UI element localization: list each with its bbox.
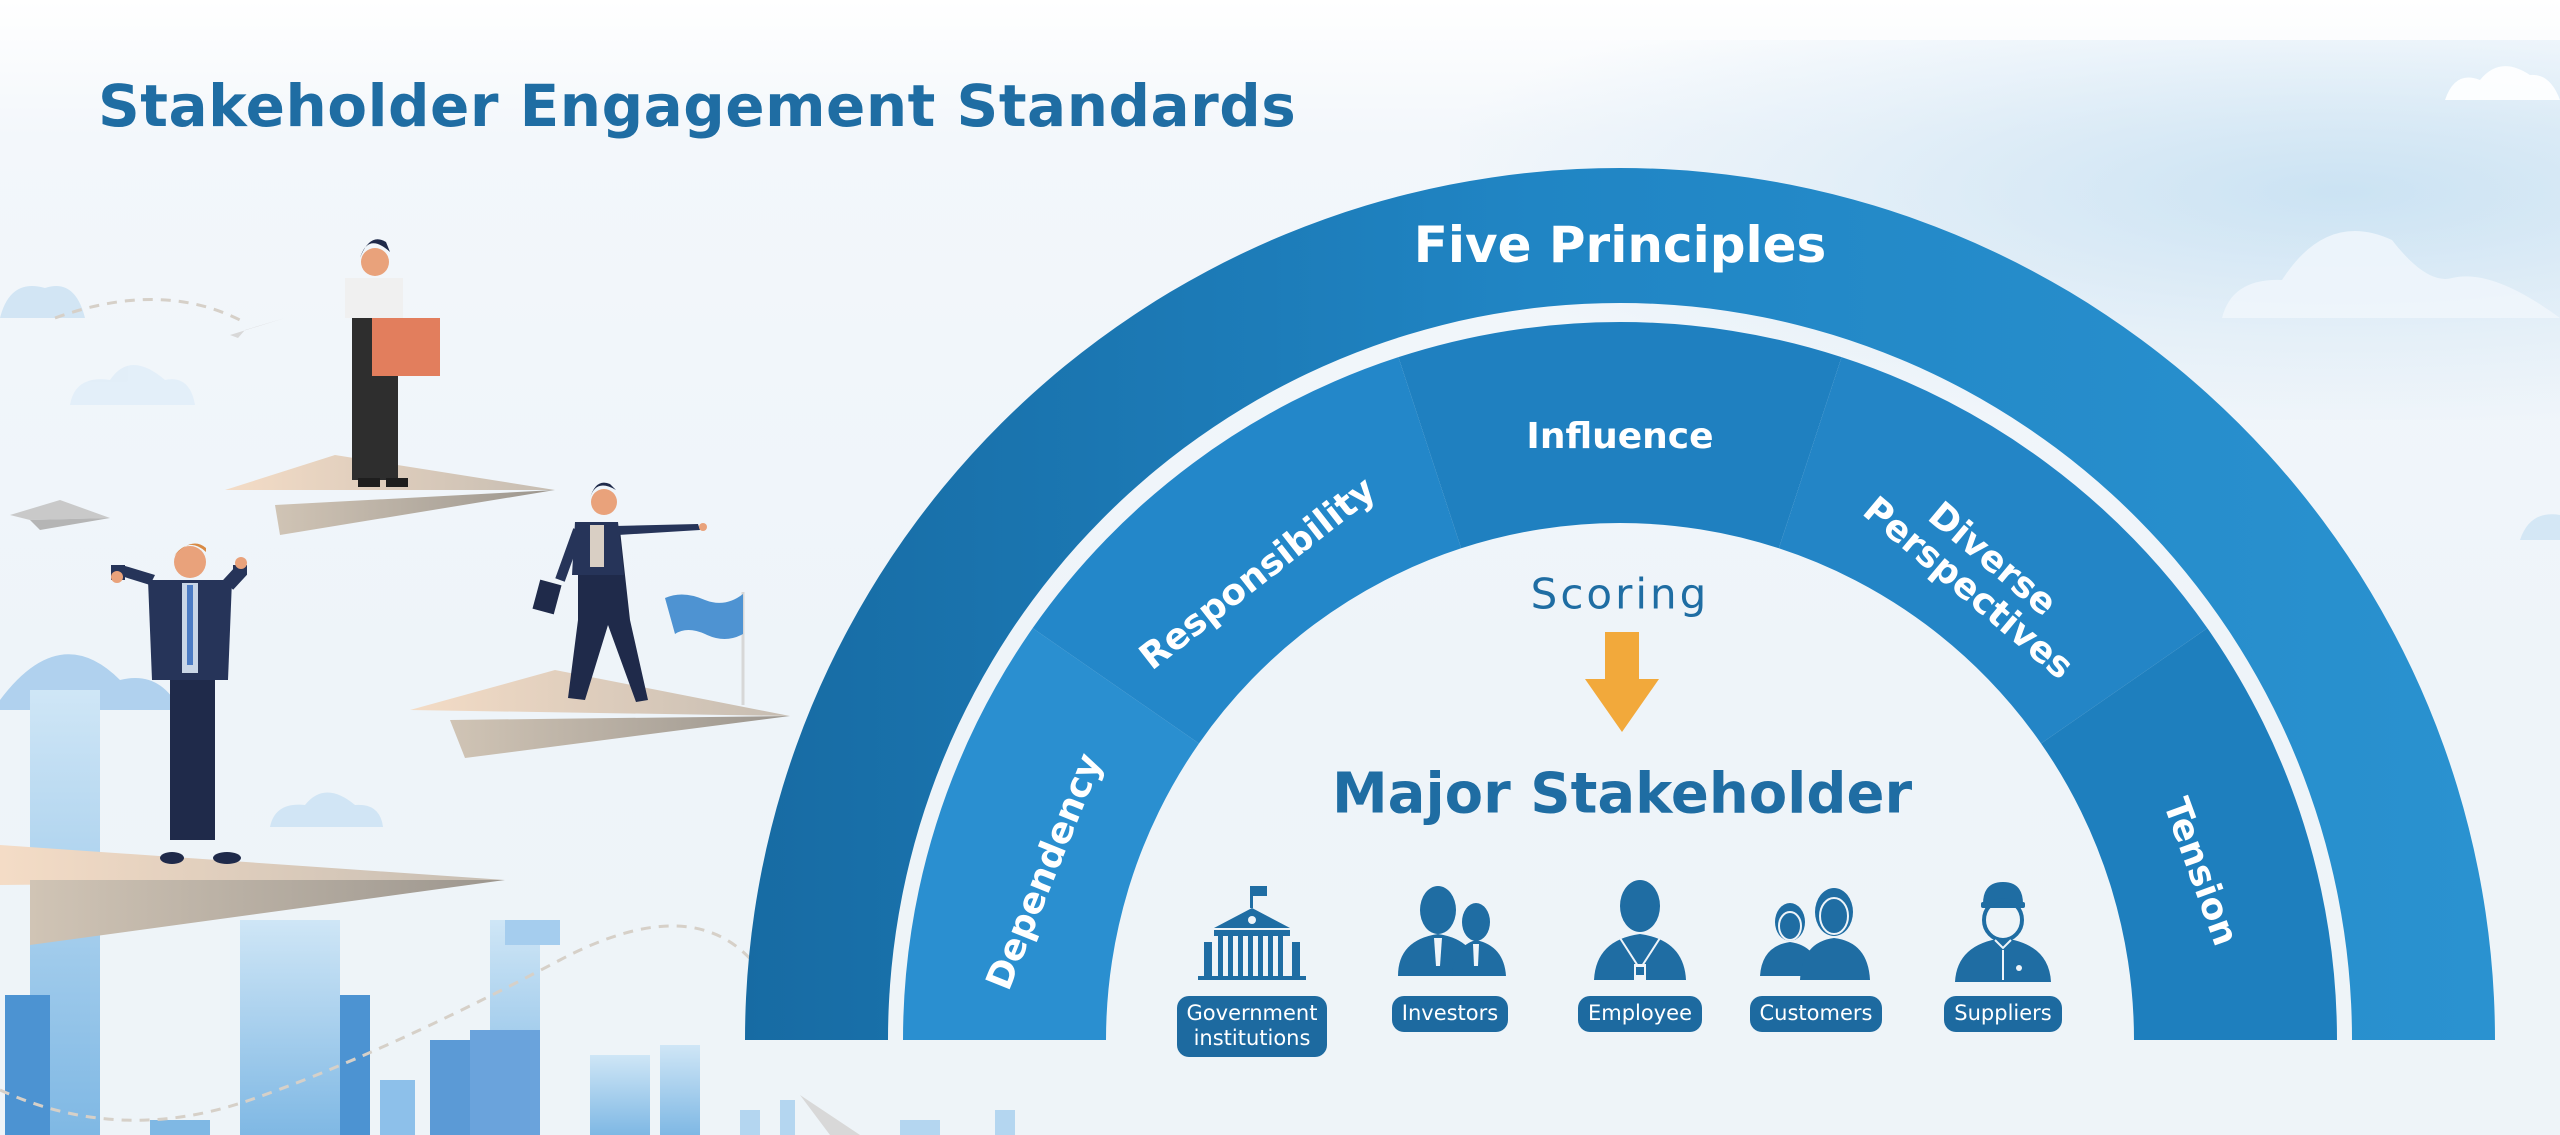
major-stakeholder-title: Major Stakeholder: [1331, 761, 1913, 827]
inner-band-principles: [903, 322, 2337, 1040]
principle-segment-responsibility: [1032, 357, 1462, 744]
principle-segment-tension: [2041, 628, 2337, 1040]
stakeholder-label-employee: Employee: [1577, 996, 1702, 1033]
stakeholder-employee: Employee: [1540, 876, 1740, 1033]
cloud-icon: [2222, 231, 2560, 318]
stakeholder-label-customers: Customers: [1749, 996, 1883, 1033]
stakeholder-label-government: Government institutions: [1176, 996, 1328, 1058]
flight-path: [54, 298, 241, 322]
person-icon: [111, 543, 247, 864]
investors-icon: [1398, 886, 1506, 976]
scoring-label: Scoring: [1530, 569, 1710, 619]
principle-segment-influence: [1398, 322, 1842, 549]
person-icon: [532, 482, 707, 702]
stakeholder-government: Government institutions: [1152, 876, 1352, 1058]
supplier-worker-icon: [1955, 882, 2051, 982]
stakeholder-label-suppliers: Suppliers: [1944, 996, 2062, 1033]
principle-segment-diverse-perspectives: [1778, 357, 2208, 744]
principle-segment-dependency: [903, 628, 1199, 1040]
cloud-icon: [2445, 66, 2560, 100]
arrow-down-icon: [1585, 632, 1659, 732]
outer-band-label: Five Principles: [1413, 215, 1827, 274]
cloud-icon: [2520, 514, 2560, 540]
stakeholder-investors: Investors: [1350, 876, 1550, 1033]
paper-airplane-icon: [10, 318, 285, 530]
business-illustration: [0, 239, 1015, 1135]
principle-label-influence: Influence: [1526, 416, 1714, 458]
government-building-icon: [1198, 886, 1306, 980]
outer-band-five-principles: [745, 168, 2495, 1040]
stakeholder-customers: Customers: [1716, 876, 1916, 1033]
customers-icon: [1760, 888, 1870, 980]
flag-icon: [665, 592, 745, 705]
stakeholder-suppliers: Suppliers: [1903, 876, 2103, 1033]
paper-airplane-icon: [0, 455, 790, 945]
paper-airplane-icon: [800, 1095, 860, 1135]
stakeholder-label-investors: Investors: [1391, 996, 1509, 1033]
page-title: Stakeholder Engagement Standards: [98, 72, 1297, 140]
person-icon: [345, 239, 440, 487]
employee-badge-icon: [1594, 880, 1686, 980]
city-skyline-icon: [5, 690, 1015, 1135]
